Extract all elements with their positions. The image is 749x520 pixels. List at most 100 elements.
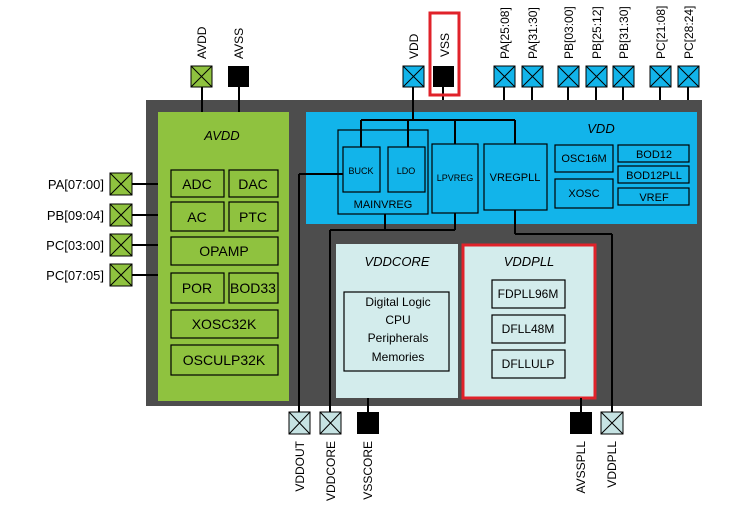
pin-vddcore [319, 411, 342, 435]
pin-pb-25-12 [585, 65, 608, 88]
pin-pa-07-00 [109, 172, 133, 196]
vss-highlight [428, 11, 461, 97]
vregpll-block [483, 143, 548, 211]
pin-label-vddout: VDDOUT [293, 440, 307, 491]
avdd-block-labels: ADC DAC AC PTC OPAMP POR BOD33 XOSC32K O… [182, 176, 276, 368]
pin-label-pb-03-00: PB[03:00] [562, 6, 576, 59]
left-pin-labels: PA[07:00] PB[09:04] PC[03:00] PC[07:05] [46, 177, 104, 283]
pin-label-vddpll: VDDPLL [605, 441, 619, 488]
pin-label-vddcore: VDDCORE [324, 441, 338, 501]
adc-block [170, 169, 225, 198]
pin-label-pc-07-05: PC[07:05] [46, 268, 104, 283]
dfll48m-block [491, 314, 566, 344]
pin-label-pa-31-30: PA[31:30] [526, 7, 540, 59]
vddcore-domain-title: VDDCORE [364, 254, 429, 269]
ac-block [170, 201, 225, 232]
wires [132, 87, 689, 412]
buck-block [342, 146, 381, 193]
ptc-label: PTC [239, 209, 267, 225]
ldo-block [387, 146, 426, 193]
pin-vddpll [600, 411, 624, 435]
bod12pll-block [617, 165, 690, 184]
vdd-blocks [337, 129, 690, 215]
vdd-domain-title: VDD [587, 121, 614, 136]
top-pin-labels: AVDD AVSS VDD VSS PA[25:08] PA[31:30] PB… [195, 6, 696, 59]
pin-label-pb-31-30: PB[31:30] [617, 6, 631, 59]
por-label: POR [182, 280, 212, 296]
opamp-label: OPAMP [199, 243, 249, 259]
pin-pb-09-04 [109, 203, 133, 227]
avdd-blocks [170, 169, 279, 376]
pin-avss [228, 66, 249, 87]
avdd-domain-title: AVDD [203, 128, 239, 143]
xosc-block [554, 178, 614, 209]
pin-label-vsscore: VSSCORE [361, 441, 375, 500]
pll-blocks [491, 279, 566, 379]
pin-label-pc-21-08: PC[21:08] [654, 6, 668, 59]
dfllulp-block [491, 349, 566, 379]
lpvreg-block [431, 143, 479, 214]
pin-label-avdd: AVDD [195, 26, 209, 59]
core-logic-lines: Digital Logic CPU Peripherals Memories [365, 295, 430, 364]
left-pins [109, 172, 133, 287]
ptc-block [228, 201, 279, 232]
bod12-label: BOD12 [636, 149, 672, 161]
dac-label: DAC [238, 176, 268, 192]
pin-pb-03-00 [557, 65, 580, 88]
por-block [170, 272, 225, 304]
pin-label-avss: AVSS [232, 28, 246, 59]
pin-label-pb-09-04: PB[09:04] [47, 208, 104, 223]
pin-vddout [288, 411, 311, 435]
vddpll-domain-title: VDDPLL [504, 254, 555, 269]
pin-label-pc-03-00: PC[03:00] [46, 238, 104, 253]
pin-avsspll [570, 412, 592, 434]
bod12pll-label: BOD12PLL [626, 170, 682, 182]
ldo-label: LDO [397, 166, 416, 176]
xosc32k-label: XOSC32K [192, 316, 257, 332]
osc16m-block [554, 144, 614, 173]
pll-block-labels: FDPLL96M DFLL48M DFLLULP [498, 287, 559, 371]
pin-pa-31-30 [521, 65, 544, 88]
osculp32k-label: OSCULP32K [183, 352, 266, 368]
xosc32k-block [170, 309, 279, 339]
opamp-block [170, 236, 279, 266]
dfll48m-label: DFLL48M [502, 322, 555, 336]
pin-label-vss: VSS [438, 33, 452, 57]
fdpll96m-block [491, 279, 566, 309]
pin-pc-07-05 [109, 263, 133, 287]
pin-label-pa-07-00: PA[07:00] [48, 177, 104, 192]
adc-label: ADC [182, 176, 212, 192]
lpvreg-label: LPVREG [437, 173, 474, 183]
buck-label: BUCK [348, 166, 373, 176]
vregpll-label: VREGPLL [490, 172, 541, 184]
bod33-label: BOD33 [230, 280, 276, 296]
xosc-label: XOSC [568, 188, 599, 200]
osc16m-label: OSC16M [561, 153, 606, 165]
pin-label-pb-25-12: PB[25:12] [590, 6, 604, 59]
pin-pb-31-30 [612, 65, 635, 88]
pin-label-avsspll: AVSSPLL [574, 441, 588, 494]
pin-pc-28-24 [677, 65, 700, 88]
core-line-memories: Memories [372, 350, 425, 364]
pin-vss [433, 66, 454, 87]
mainvreg-label: MAINVREG [354, 199, 413, 211]
bottom-pin-labels: VDDOUT VDDCORE VSSCORE AVSSPLL VDDPLL [293, 440, 619, 501]
pin-vsscore [357, 412, 379, 434]
core-line-cpu: CPU [385, 313, 410, 327]
bod12-block [617, 144, 690, 163]
vref-block [617, 187, 690, 206]
dfllulp-label: DFLLULP [502, 357, 555, 371]
pin-label-vdd: VDD [407, 33, 421, 59]
pin-label-pc-28-24: PC[28:24] [682, 6, 696, 59]
fdpll96m-label: FDPLL96M [498, 287, 559, 301]
pin-avdd [190, 65, 213, 88]
pin-pc-03-00 [109, 233, 133, 257]
pin-pa-25-08 [493, 65, 516, 88]
core-logic-block [343, 291, 450, 372]
vddpll-domain [461, 243, 597, 400]
bod33-block [228, 272, 279, 304]
vref-label: VREF [639, 192, 669, 204]
pin-label-pa-25-08: PA[25:08] [498, 7, 512, 59]
dac-block [228, 169, 279, 198]
